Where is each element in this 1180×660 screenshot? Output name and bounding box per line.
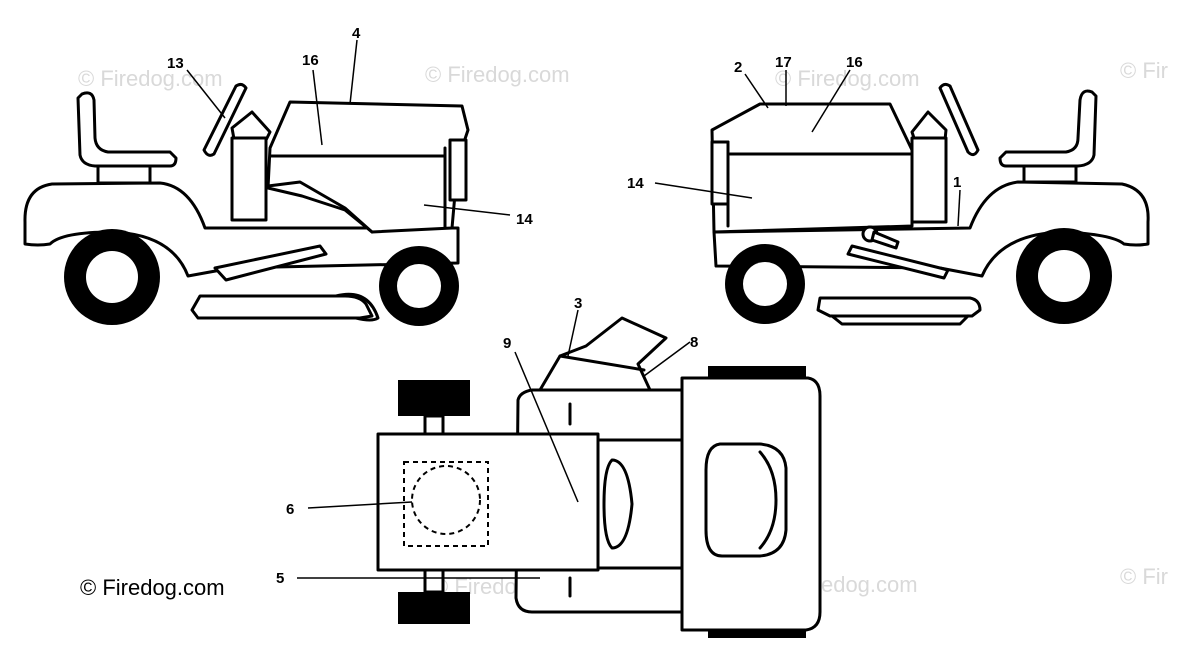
top-view-discharge-chute [538,316,668,392]
tractor-top-view: 3 8 9 6 5 [276,295,822,638]
leader-line-3 [567,309,579,357]
left-view-mower-deck [190,294,374,320]
callout-14: 14 [516,211,533,228]
right-view-headlight [710,140,730,206]
right-view-rear-wheel [1016,228,1112,324]
watermark: © Firedog.com [425,62,570,87]
left-view-seat [76,91,178,168]
callout-1: 1 [953,174,961,191]
top-view-grille [704,442,788,558]
callout-16: 16 [302,52,319,69]
left-view-headlight [448,138,468,202]
leader-line-16 [811,69,851,133]
top-view-axle-bottom [423,568,445,594]
left-view-seat-base [96,164,152,185]
watermark: © Firedog.com [78,66,223,91]
top-view-rear-body [376,432,600,572]
left-view-steering-wheel [202,82,248,157]
left-view-discharge-chute [334,292,380,322]
leader-line-1 [957,189,961,227]
callout-16: 16 [846,54,863,71]
right-view-deck-skirt [830,314,970,326]
right-view-front-wheel [725,244,805,324]
leader-line-13 [186,69,226,119]
top-view-steering-wheel [602,458,634,550]
right-view-mower-deck [816,296,982,318]
leader-line-4 [349,39,358,105]
top-view-fuel-cap-outline [411,465,481,535]
top-view-grille-arc [758,450,778,550]
right-view-seat-base [1022,164,1078,184]
watermark: © Firedog.com [775,66,920,91]
right-view-body [712,180,1150,278]
left-view-pedal [213,244,328,282]
leader-line-2 [744,73,769,109]
right-view-steering-wheel [938,82,980,157]
tractor-right-side-view: 2 17 16 14 1 [627,54,1150,326]
top-view-rear-tire-bottom [398,592,470,624]
leader-line-16 [312,69,323,146]
callout-6: 6 [286,501,294,518]
leader-line-9 [514,351,579,503]
callout-5: 5 [276,570,284,587]
leader-line-8 [643,341,691,377]
right-view-pedal [846,244,950,280]
watermark: © Fir [1120,58,1168,83]
tractor-left-side-view: 13 16 4 14 [23,25,533,326]
right-view-dash [910,136,948,224]
copyright-notice: © Firedog.com [80,575,225,600]
right-view-seat [998,89,1098,168]
callout-17: 17 [775,54,792,71]
watermark: © Fir [1120,564,1168,589]
leader-line-6 [307,501,413,509]
left-view-front-wheel [379,246,459,326]
callout-9: 9 [503,335,511,352]
leader-line-14 [654,182,753,199]
left-view-hood [266,100,470,234]
right-view-lift-lever [861,225,900,250]
left-view-hood-crease [266,180,374,234]
callout-3: 3 [574,295,582,312]
left-view-dash [230,136,268,222]
top-view-fuel-tank-outline [403,461,489,547]
left-view-rear-wheel [64,229,160,325]
top-view-rear-tire-top [398,380,470,416]
left-view-body [23,181,460,278]
callout-13: 13 [167,55,184,72]
callout-2: 2 [734,59,742,76]
leader-line-14 [423,204,511,216]
top-view-chute-line [558,354,646,372]
callout-14: 14 [627,175,644,192]
callout-8: 8 [690,334,698,351]
callout-4: 4 [352,25,361,42]
right-view-hood [710,102,914,234]
